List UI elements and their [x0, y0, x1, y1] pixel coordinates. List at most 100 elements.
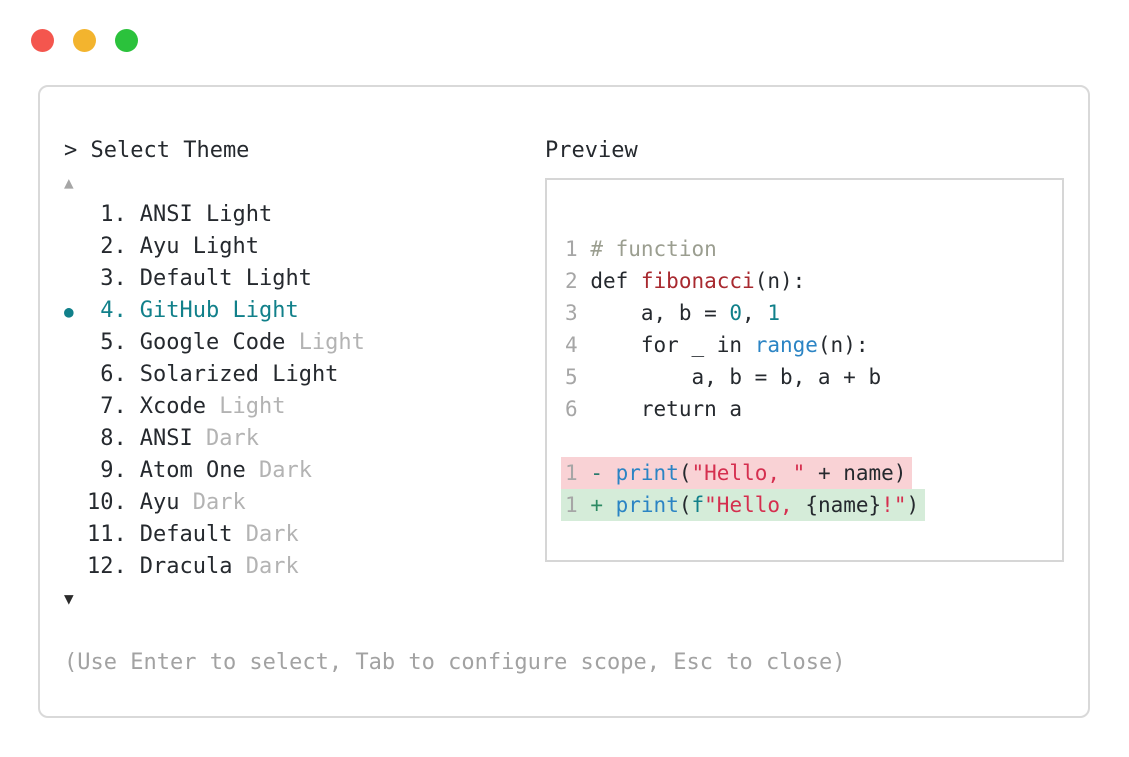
theme-variant: Light	[219, 394, 286, 419]
theme-name: Ayu	[139, 234, 180, 259]
theme-item-number: 2.	[100, 234, 127, 259]
code-token-text: + name)	[805, 461, 907, 485]
theme-item-atom-one-dark[interactable]: 9. Atom One Dark	[64, 455, 845, 487]
spacer	[64, 615, 845, 647]
theme-variant: Light	[232, 298, 299, 323]
theme-variant: Dark	[192, 490, 246, 515]
line-number: 1	[565, 237, 578, 261]
theme-variant: Dark	[245, 554, 299, 579]
theme-item-label: Ayu Light	[140, 234, 259, 259]
theme-item-label: GitHub Light	[140, 298, 299, 323]
theme-item-label: Dracula Dark	[140, 554, 299, 579]
theme-name: ANSI	[139, 202, 193, 227]
code-token-text: return a	[590, 397, 743, 421]
line-number: 2	[565, 269, 578, 293]
theme-picker-panel: > Select Theme ▲ 1. ANSI Light 2. Ayu Light…	[38, 85, 1090, 718]
theme-item-number: 12.	[87, 554, 127, 579]
theme-item-number: 5.	[100, 330, 127, 355]
code-token-builtin: print	[615, 461, 679, 485]
diff-highlight-removed: 1 - print("Hello, " + name)	[561, 457, 913, 489]
theme-item-number: 8.	[100, 426, 127, 451]
theme-item-ansi-light[interactable]: 1. ANSI Light	[64, 199, 845, 231]
theme-item-github-light[interactable]: ●4.GitHub Light	[64, 295, 845, 327]
code-line-1: 1 # function	[565, 233, 1062, 265]
close-button[interactable]	[31, 29, 54, 52]
theme-name: Default	[139, 266, 233, 291]
theme-name: GitHub	[139, 298, 220, 323]
theme-variant: Light	[298, 330, 365, 355]
diff-highlight-added: 1 + print(f"Hello, {name}!")	[561, 489, 926, 521]
theme-variant: Light	[245, 266, 312, 291]
theme-item-ayu-light[interactable]: 2. Ayu Light	[64, 231, 845, 263]
theme-item-label: Ayu Dark	[140, 490, 246, 515]
code-line-6: 6 return a	[565, 393, 1062, 425]
code-line-5: 5 a, b = b, a + b	[565, 361, 1062, 393]
code-line-2: 2 def fibonacci(n):	[565, 265, 1062, 297]
minimize-button[interactable]	[73, 29, 96, 52]
theme-picker-column: > Select Theme ▲ 1. ANSI Light 2. Ayu Light…	[64, 135, 845, 679]
theme-item-label: Xcode Light	[140, 394, 286, 419]
zoom-button[interactable]	[115, 29, 138, 52]
scroll-up-icon[interactable]: ▲	[64, 173, 74, 192]
code-token-num: 1	[767, 301, 780, 325]
theme-item-label: Default Light	[140, 266, 312, 291]
theme-item-dracula-dark[interactable]: 12. Dracula Dark	[64, 551, 845, 583]
theme-name: Atom One	[139, 458, 246, 483]
code-token-num: 0	[729, 301, 743, 325]
code-token-minus: -	[590, 461, 603, 485]
code-token-builtin: range	[754, 333, 818, 357]
code-token-comment: # function	[590, 237, 717, 261]
code-token-text	[603, 493, 616, 517]
theme-item-ansi-dark[interactable]: 8.ANSI Dark	[64, 423, 845, 455]
theme-item-number: 1.	[100, 202, 127, 227]
theme-name: Google Code	[139, 330, 286, 355]
diff-line-removed: 1 - print("Hello, " + name)	[561, 457, 1062, 489]
code-token-fprefix: f	[691, 493, 705, 517]
theme-variant: Light	[205, 202, 273, 227]
theme-item-number: 10.	[87, 490, 127, 515]
keyboard-hint: (Use Enter to select, Tab to configure s…	[64, 650, 846, 675]
line-number: 1	[565, 461, 578, 485]
theme-name: ANSI	[139, 426, 193, 451]
theme-item-ayu-dark[interactable]: 10. Ayu Dark	[64, 487, 845, 519]
code-token-text: a, b = b, a + b	[590, 365, 882, 389]
code-token-string: "Hello,	[704, 493, 806, 517]
code-token-string: !"	[881, 493, 907, 517]
prompt: > Select Theme	[64, 138, 250, 163]
line-number: 1	[565, 493, 578, 517]
code-token-plus: +	[590, 493, 603, 517]
selected-bullet-icon: ●	[64, 302, 74, 321]
code-token-text: )	[906, 493, 920, 517]
theme-item-number: 3.	[100, 266, 127, 291]
theme-item-label: ANSI Light	[140, 202, 272, 227]
theme-item-number: 7.	[100, 394, 127, 419]
theme-variant: Light	[192, 234, 259, 259]
theme-item-label: Atom One Dark	[140, 458, 312, 483]
theme-item-default-dark[interactable]: 11.Default Dark	[64, 519, 845, 551]
theme-name: Default	[139, 522, 233, 547]
code-token-text: (	[678, 493, 692, 517]
code-token-text: ,	[742, 301, 768, 325]
scroll-down-icon[interactable]: ▼	[64, 589, 74, 608]
line-number: 3	[565, 301, 578, 325]
code-token-text: (n):	[754, 269, 806, 293]
code-token-func: fibonacci	[640, 269, 755, 293]
theme-name: Xcode	[139, 394, 206, 419]
theme-item-number: 11.	[87, 522, 127, 547]
code-line-3: 3 a, b = 0, 1	[565, 297, 1062, 329]
theme-item-xcode-light[interactable]: 7. Xcode Light	[64, 391, 845, 423]
theme-variant: Dark	[258, 458, 312, 483]
line-number: 5	[565, 365, 578, 389]
diff-line-added: 1 + print(f"Hello, {name}!")	[561, 489, 1062, 521]
theme-item-google-code-light[interactable]: 5. Google Code Light	[64, 327, 845, 359]
theme-item-solarized-light[interactable]: 6.Solarized Light	[64, 359, 845, 391]
code-line-4: 4 for _ in range(n):	[565, 329, 1062, 361]
code-token-text: (n):	[817, 333, 869, 357]
preview-label: Preview	[545, 138, 638, 163]
theme-item-label: Google Code Light	[140, 330, 365, 355]
theme-item-number: 9.	[100, 458, 127, 483]
theme-item-default-light[interactable]: 3. Default Light	[64, 263, 845, 295]
